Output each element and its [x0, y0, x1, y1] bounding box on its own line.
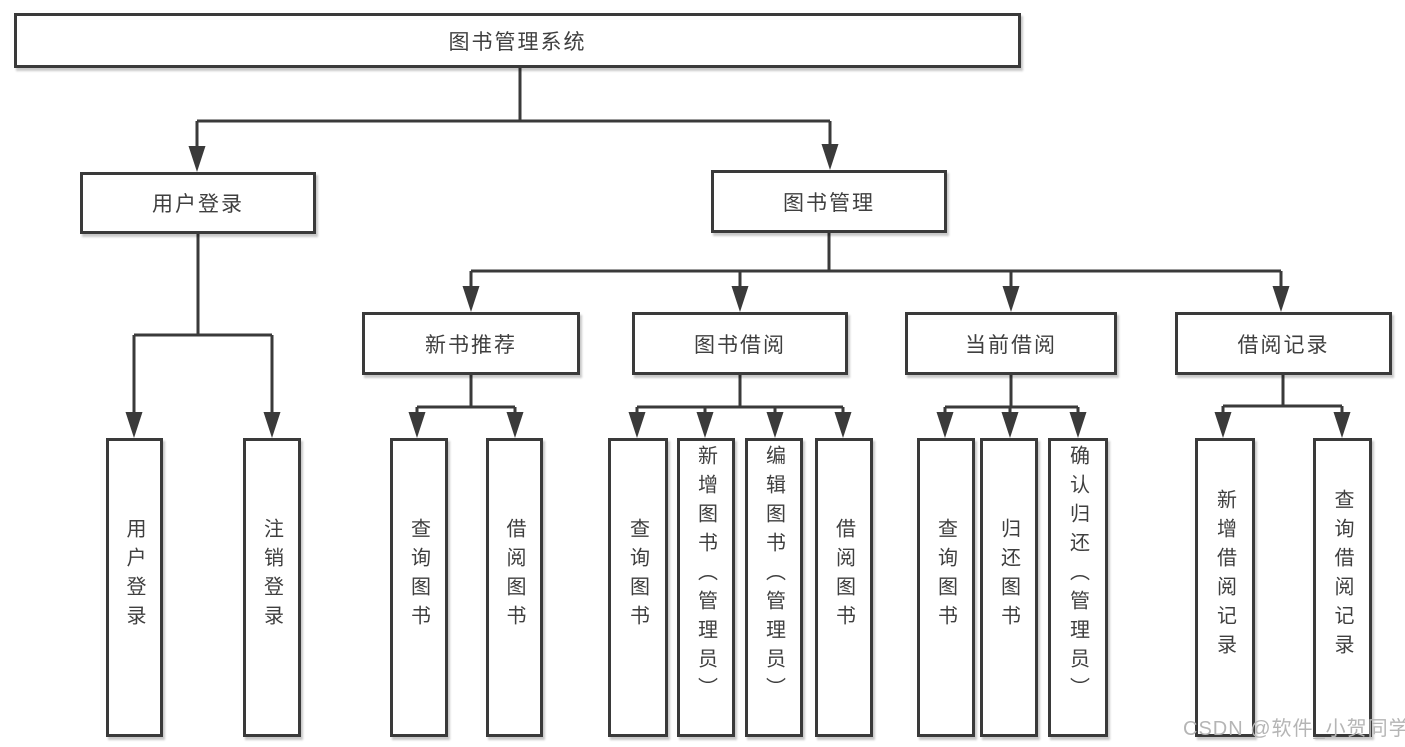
node-book-management: 图书管理	[711, 170, 947, 233]
leaf-recommend-borrow-book: 借阅图书	[486, 438, 543, 737]
leaf-query-borrow-record: 查询借阅记录	[1313, 438, 1372, 737]
node-current-borrow: 当前借阅	[905, 312, 1117, 375]
leaf-borrow-query-book: 查询图书	[608, 438, 668, 737]
csdn-watermark: CSDN @软件_小贺同学	[1183, 718, 1405, 740]
leaf-confirm-return-admin: 确认归还（管理员）	[1048, 438, 1108, 737]
leaf-current-query-book: 查询图书	[917, 438, 975, 737]
node-book-borrow: 图书借阅	[632, 312, 848, 375]
node-user-login: 用户登录	[80, 172, 316, 234]
node-borrow-records: 借阅记录	[1175, 312, 1392, 375]
leaf-return-book: 归还图书	[980, 438, 1038, 737]
leaf-borrow-book: 借阅图书	[815, 438, 873, 737]
node-new-book-recommend: 新书推荐	[362, 312, 580, 375]
leaf-user-login: 用户登录	[106, 438, 163, 737]
leaf-logout-login: 注销登录	[243, 438, 301, 737]
leaf-edit-book-admin: 编辑图书（管理员）	[745, 438, 803, 737]
leaf-add-borrow-record: 新增借阅记录	[1195, 438, 1255, 737]
leaf-add-book-admin: 新增图书（管理员）	[677, 438, 735, 737]
leaf-recommend-query-book: 查询图书	[390, 438, 448, 737]
node-root-library-system: 图书管理系统	[14, 13, 1021, 68]
